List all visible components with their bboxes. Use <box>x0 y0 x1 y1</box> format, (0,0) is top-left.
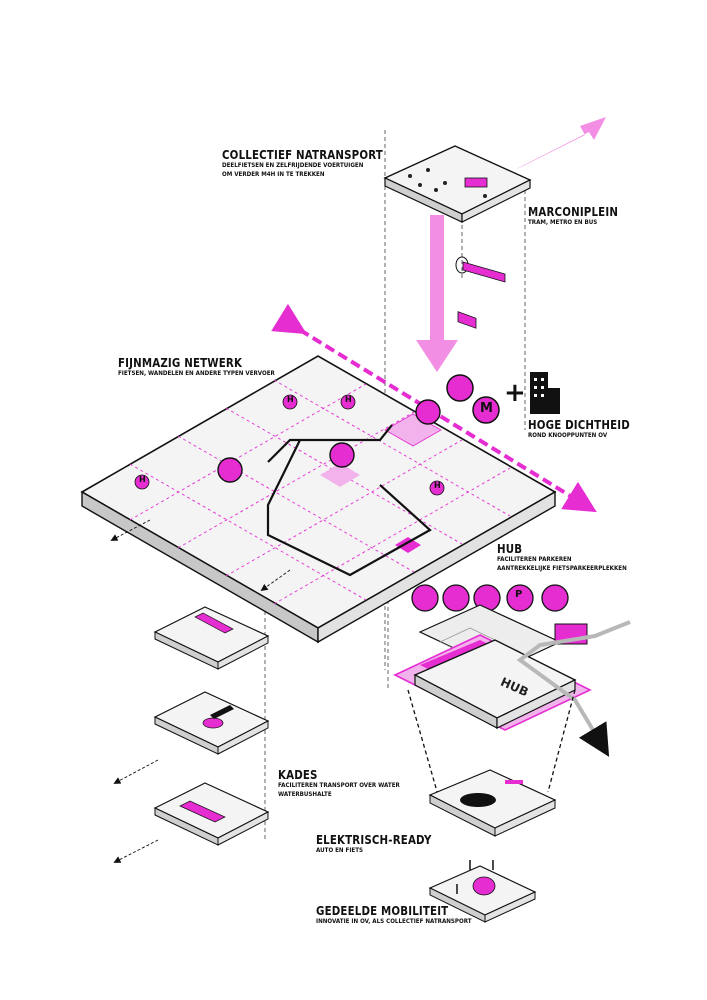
marconiplein-title: MARCONIPLEIN <box>528 204 619 219</box>
hub-line-1: FACILITEREN PARKEREN <box>497 556 572 564</box>
pedestrian-icon <box>442 584 470 612</box>
bicycle-icon <box>411 584 439 612</box>
kade-slab-2 <box>153 691 270 755</box>
car-icon <box>460 793 496 807</box>
kade-arrows <box>113 759 159 863</box>
kade-slab-3 <box>153 782 270 846</box>
bus-shape <box>464 177 488 188</box>
water-taxi-icon <box>329 442 355 468</box>
halte-letter: H <box>139 475 146 484</box>
route-line <box>266 424 432 577</box>
ferry-icon <box>217 457 243 483</box>
fijnmazig-line-1: FIETSEN, WANDELEN EN ANDERE TYPEN VERVOE… <box>118 370 275 378</box>
gedeelde-title: GEDEELDE MOBILITEIT <box>316 903 449 918</box>
hub-icon-row <box>411 584 569 612</box>
metro-letter: M <box>480 401 493 416</box>
kades-line-2: WATERBUSHALTE <box>278 790 332 798</box>
bus-icon <box>446 374 474 402</box>
label-kades: KADES FACILITEREN TRANSPORT OVER WATER W… <box>278 768 413 798</box>
halte-letter: H <box>434 481 441 490</box>
elektrisch-title: ELEKTRISCH-READY <box>316 832 432 847</box>
plus-symbol: + <box>504 378 526 408</box>
label-fijnmazig-netwerk: FIJNMAZIG NETWERK FIETSEN, WANDELEN EN A… <box>118 356 292 378</box>
transit-flow-arrows <box>271 117 606 513</box>
halte-letter: H <box>345 395 352 404</box>
hoge-dichtheid-line-1: ROND KNOOPPUNTEN OV <box>528 432 608 440</box>
hub-projection <box>407 689 576 796</box>
hoge-dichtheid-title: HOGE DICHTHEID <box>528 417 630 432</box>
hub-title: HUB <box>497 541 523 556</box>
network-transit-icons <box>217 399 441 483</box>
elektrisch-line-1: AUTO EN FIETS <box>316 847 364 855</box>
label-marconiplein: MARCONIPLEIN TRAM, METRO EN BUS <box>528 205 638 227</box>
label-hub: HUB FACILITEREN PARKEREN AANTREKKELIJKE … <box>497 542 641 572</box>
halte-marker <box>134 474 150 490</box>
parking-icon <box>506 584 534 612</box>
marconiplein-line-1: TRAM, METRO EN BUS <box>528 219 598 227</box>
bike-parking-icon <box>541 584 569 612</box>
halte-letter: H <box>287 395 294 404</box>
kade-slab-1 <box>153 606 270 670</box>
collectief-line-1: DEELFIETSEN EN ZELFRIJDENDE VOERTUIGEN <box>222 162 364 170</box>
tram-shape <box>457 311 477 329</box>
electric-parking-slab <box>428 769 557 837</box>
halte-marker <box>429 480 445 496</box>
hub-stack <box>393 604 631 757</box>
gedeelde-line-1: INNOVATIE IN OV, ALS COLLECTIEF NATRANSP… <box>316 918 472 926</box>
fijnmazig-network-slab <box>80 355 557 644</box>
transit-cluster <box>446 374 500 424</box>
collectief-line-2: OM VERDER M4H IN TE TREKKEN <box>222 170 325 178</box>
hub-line-2: AANTREKKELIJKE FIETSPARKEERPLEKKEN <box>497 564 627 572</box>
label-collectief-natransport: COLLECTIEF NATRANSPORT DEELFIETSEN EN ZE… <box>222 148 418 178</box>
label-hoge-dichtheid: HOGE DICHTHEID ROND KNOOPPUNTEN OV <box>528 418 652 440</box>
kades-title: KADES <box>278 767 318 782</box>
metro-icon <box>472 396 500 424</box>
shared-mobility-slab <box>428 860 537 923</box>
marconiplein-slab <box>383 145 532 329</box>
halte-marker <box>282 394 298 410</box>
kades-line-1: FACILITEREN TRANSPORT OVER WATER <box>278 782 400 790</box>
building-icon <box>530 372 560 414</box>
shared-car-icon <box>472 876 496 896</box>
label-gedeelde-mobiliteit: GEDEELDE MOBILITEIT INNOVATIE IN OV, ALS… <box>316 904 489 926</box>
label-elektrisch-ready: ELEKTRISCH-READY AUTO EN FIETS <box>316 833 457 855</box>
underground-tram <box>455 256 506 283</box>
tram-stop-icon <box>415 399 441 425</box>
fijnmazig-title: FIJNMAZIG NETWERK <box>118 355 243 370</box>
parking-letter: P <box>515 589 523 600</box>
collectief-title: COLLECTIEF NATRANSPORT <box>222 147 383 162</box>
halte-marker <box>340 394 356 410</box>
bus-stop-markers <box>134 394 445 496</box>
